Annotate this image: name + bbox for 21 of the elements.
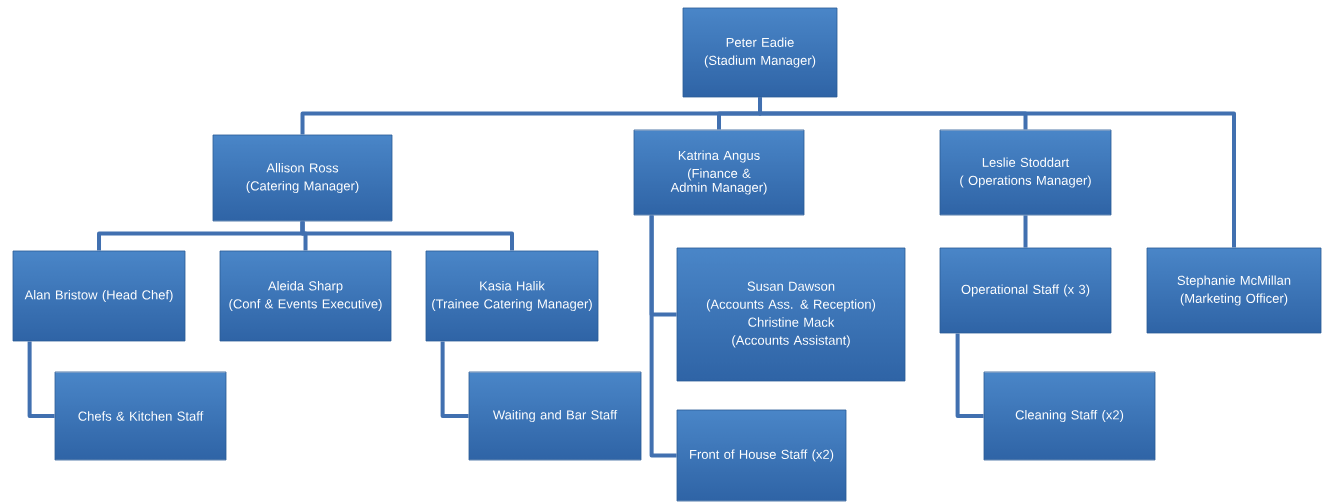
org-box: Leslie Stoddart ( Operations Manager) — [939, 129, 1112, 216]
org-box: Allison Ross (Catering Manager) — [212, 134, 393, 222]
org-box: Waiting and Bar Staff — [468, 371, 642, 461]
org-box: Aleida Sharp (Conf & Events Executive) — [219, 250, 392, 342]
org-box: Chefs & Kitchen Staff — [54, 371, 227, 461]
org-box: Peter Eadie (Stadium Manager) — [682, 7, 838, 98]
org-box: Cleaning Staff (x2) — [983, 371, 1156, 461]
connector-line — [955, 333, 984, 418]
connector-line — [27, 341, 55, 418]
connector-line — [649, 215, 677, 458]
org-box: Kasia Halik (Trainee Catering Manager) — [425, 250, 599, 342]
org-box: Operational Staff (x 3) — [939, 247, 1112, 334]
org-box: Katrina Angus (Finance & Admin Manager) — [633, 129, 805, 216]
connector-line — [440, 341, 469, 418]
org-box: Alan Bristow (Head Chef) — [12, 250, 186, 342]
org-box: Stephanie McMillan (Marketing Officer) — [1146, 247, 1322, 334]
connector-line — [758, 97, 1236, 248]
connector-line — [1023, 215, 1028, 248]
connector-line — [300, 221, 514, 251]
org-box: Susan Dawson (Accounts Ass. & Reception) Christine Mack (Accounts Assistant) — [676, 247, 906, 382]
org-box: Front of House Staff (x2) — [676, 409, 847, 502]
